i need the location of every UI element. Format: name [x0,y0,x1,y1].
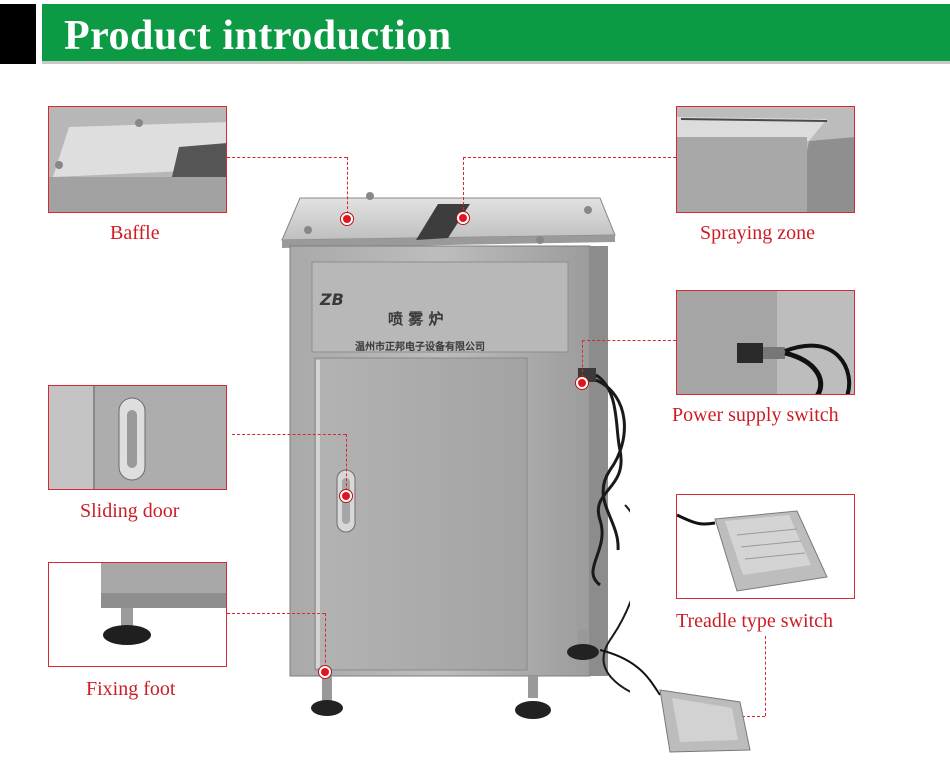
treadle-switch-label: Treadle type switch [676,610,834,632]
page-title: Product introduction [64,13,452,59]
sliding-door-leader-v [346,434,347,496]
baffle-detail-image [48,106,227,213]
power-supply-switch-leader-v [582,340,583,382]
spraying-zone-label: Spraying zone [700,222,815,244]
spraying-zone-marker [457,212,469,224]
header-accent-block [0,4,36,64]
spraying-zone-leader-h [463,157,676,158]
power-supply-switch-detail-image [676,290,855,395]
sliding-door-label: Sliding door [80,500,180,522]
power-supply-switch-label: Power supply switch [672,404,839,426]
spraying-zone-leader-v [463,157,464,215]
treadle-switch-detail-image [676,494,855,599]
fixing-foot-leader-h [227,613,325,614]
machine-name: 喷 雾 炉 [388,310,444,328]
spraying-zone-detail-image [676,106,855,213]
power-supply-switch-marker [576,377,588,389]
treadle-pedal-illustration [600,649,751,753]
baffle-label: Baffle [110,222,160,244]
machine-company: 温州市正邦电子设备有限公司 [355,342,485,353]
power-supply-switch-leader-h [582,340,676,341]
baffle-leader-v [347,157,348,219]
sliding-door-marker [340,490,352,502]
spray-furnace-illustration [281,192,630,719]
fixing-foot-detail-image [48,562,227,667]
fixing-foot-label: Fixing foot [86,678,176,700]
sliding-door-detail-image [48,385,227,490]
baffle-leader-h [227,157,347,158]
fixing-foot-marker [319,666,331,678]
machine-logo: ZB [320,290,344,309]
sliding-door-leader-h [232,434,346,435]
fixing-foot-leader-v [325,613,326,673]
treadle-switch-leader-v [765,636,766,716]
baffle-marker [341,213,353,225]
header-banner [42,4,950,64]
